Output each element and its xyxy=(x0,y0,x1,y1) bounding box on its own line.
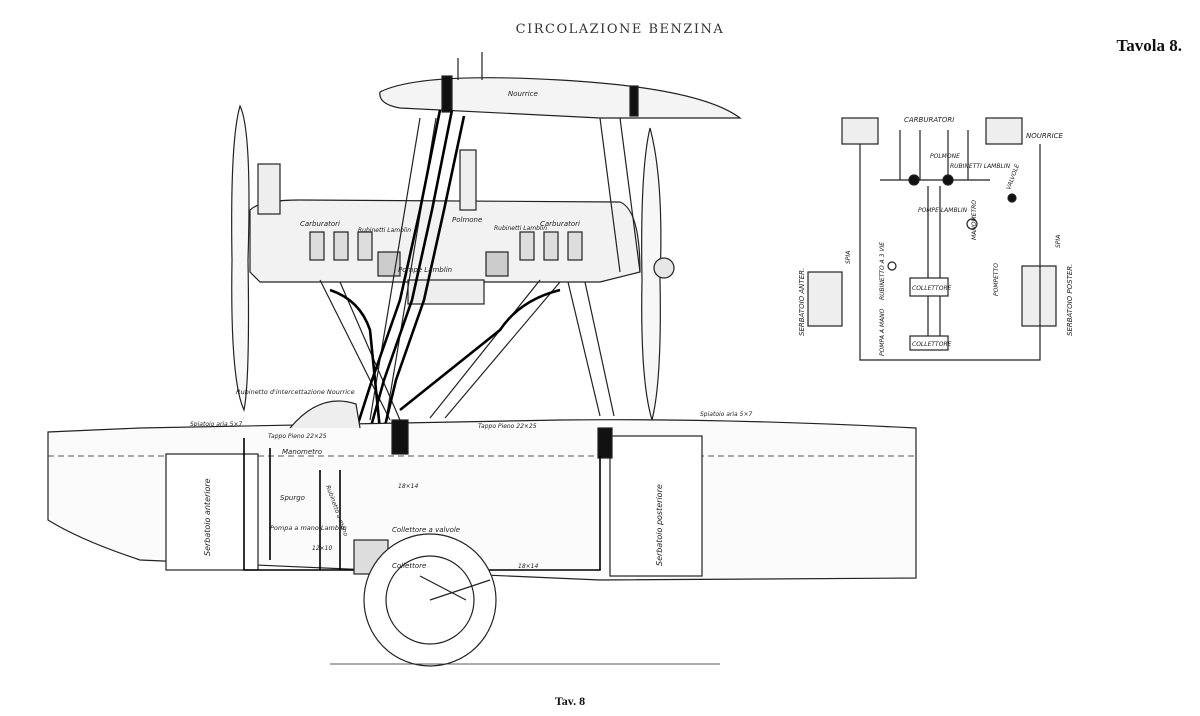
label-tube-b: 18×14 xyxy=(518,563,538,570)
fuel-schematic xyxy=(807,117,1057,361)
schema-nourrice: NOURRICE xyxy=(1026,132,1064,140)
schema-pompe: POMPE LAMBLIN xyxy=(918,207,968,214)
schema-collettore-1: COLLETTORE xyxy=(912,285,952,292)
label-tappo-pieno-right: Tappo Pieno 22×25 xyxy=(478,423,537,430)
wing-tank-right xyxy=(629,85,639,117)
label-rubinetto-intercettazione: Rubinetto d'intercettazione Nourrice xyxy=(236,388,355,396)
rear-tank xyxy=(609,435,703,577)
label-pompa-mano: Pompa a mano Lamblin xyxy=(270,524,347,532)
wing-tank-left xyxy=(441,75,453,113)
label-rubinetto-lamblin-left: Rubinetti Lamblin xyxy=(358,227,411,234)
page-title: CIRCOLAZIONE BENZINA xyxy=(515,22,725,37)
label-rubinetto-lamblin-right: Rubinetti Lamblin xyxy=(494,225,547,232)
label-spurgo: Spurgo xyxy=(280,494,305,502)
label-spiatoio-left: Spiatoio aria 5×7 xyxy=(190,421,242,428)
upper-wing xyxy=(379,77,742,119)
propeller-left xyxy=(231,104,250,412)
label-serbatoio-anteriore: Serbatoio anteriore xyxy=(203,478,212,556)
label-collettore: Collettore xyxy=(392,562,426,570)
schema-pompetto: POMPETTO xyxy=(993,263,1000,296)
schema-serbatoio-post: SERBATOIO POSTER. xyxy=(1066,264,1074,336)
label-carburatore-left: Carburatori xyxy=(300,220,340,228)
schema-manometro: MANOMETRO xyxy=(971,200,978,240)
schema-pompa-mano: POMPA A MANO xyxy=(879,308,886,356)
label-serbatoio-posteriore: Serbatoio posteriore xyxy=(655,484,664,566)
schema-carburatori: CARBURATORI xyxy=(904,116,954,124)
label-tappo-pieno-left: Tappo Pieno 22×25 xyxy=(268,433,327,440)
plate-caption: Tav. 8 xyxy=(554,694,586,708)
schema-rubinetti: RUBINETTI LAMBLIN xyxy=(950,163,1011,170)
label-tube-c: 12×10 xyxy=(312,545,332,552)
front-tank xyxy=(165,453,259,571)
plate-number: Tavola 8. xyxy=(1116,36,1182,55)
schema-spia-left: SPIA xyxy=(845,251,852,264)
label-manometro: Manometro xyxy=(282,448,322,456)
schema-spia-right: SPIA xyxy=(1055,235,1062,248)
label-collettore-valvole: Collettore a valvole xyxy=(392,526,460,534)
label-polmone: Polmone xyxy=(452,216,482,224)
label-nourrice-wing: Nourrice xyxy=(508,90,538,98)
label-pompe-lamblin: Pompe Lamblin xyxy=(398,266,452,274)
label-carburatore-right: Carburatori xyxy=(540,220,580,228)
label-tube-a: 18×14 xyxy=(398,483,418,490)
schema-polmone: POLMONE xyxy=(930,153,960,160)
schema-rubinetto-3vie: RUBINETTO A 3 VIE xyxy=(879,242,886,300)
label-spiatoio-right: Spiatoio aria 5×7 xyxy=(700,411,752,418)
schema-collettore-2: COLLETTORE xyxy=(912,341,952,348)
schema-serbatoio-ant: SERBATOIO ANTER. xyxy=(798,268,806,336)
